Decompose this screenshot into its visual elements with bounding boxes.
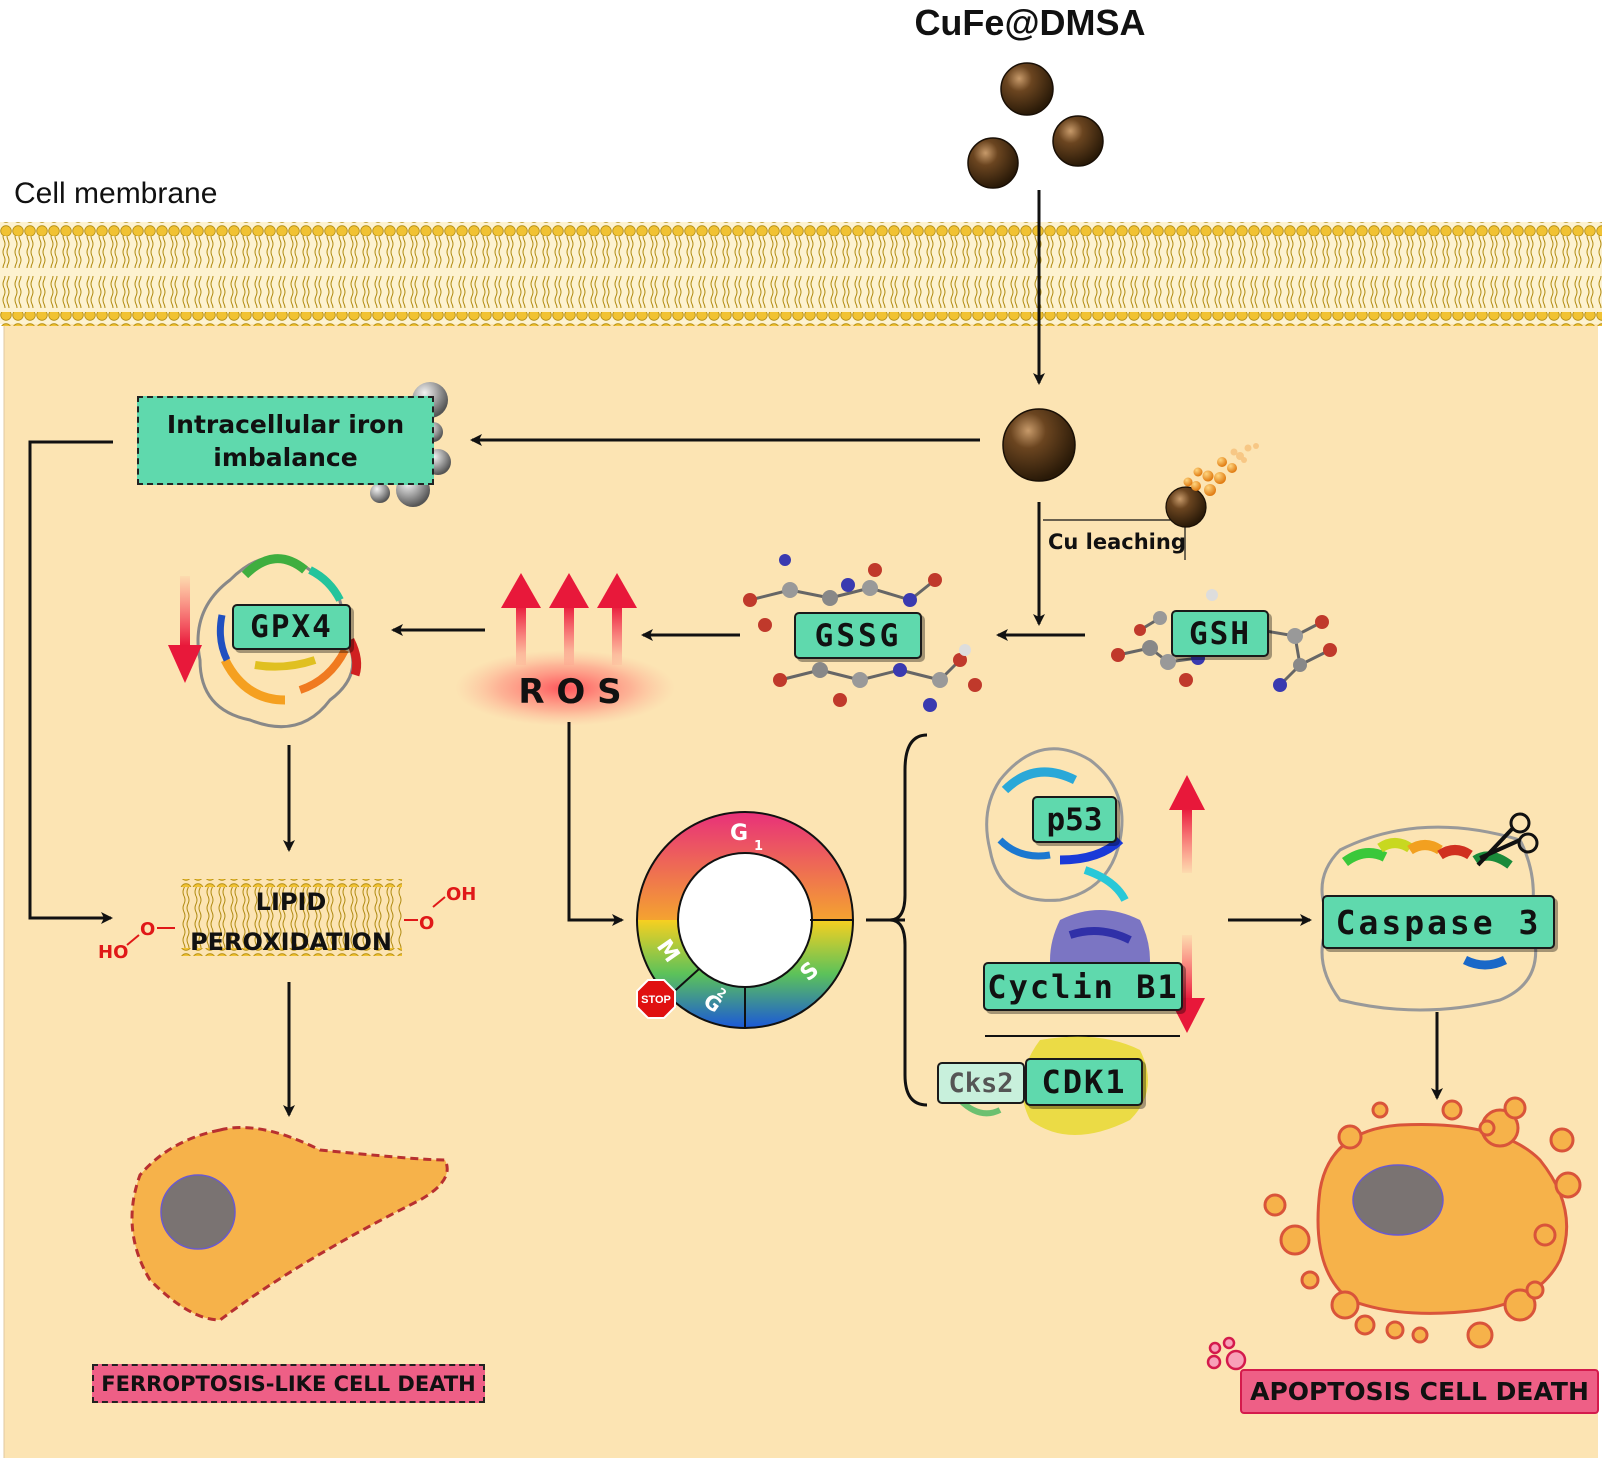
nanoparticle-intracellular [1002, 408, 1076, 482]
arrow-iron-to-lipid [28, 440, 113, 924]
gpx4-protein [196, 554, 362, 729]
lipid-label-line1: LIPID [255, 888, 327, 916]
cu-leaching: Cu leaching [1043, 443, 1259, 560]
ferroptosis-nucleus [160, 1174, 236, 1250]
iron-imbalance-box: Intracellular iron imbalance [137, 396, 434, 485]
lipid-ho-left: HO [98, 942, 128, 963]
lipid-o-right: O [419, 913, 434, 934]
apoptosis-nucleus [1352, 1164, 1444, 1236]
stop-label: STOP [641, 994, 671, 1006]
lipid-oh-right: OH [446, 884, 476, 905]
title: CuFe@DMSA [914, 2, 1145, 43]
ferroptosis-label: FERROPTOSIS-LIKE CELL DEATH [92, 1364, 485, 1403]
gpx4-label: GPX4 [232, 604, 351, 650]
bracket [889, 733, 928, 1107]
lipid-bond-left-1 [126, 934, 140, 946]
gsh-label: GSH [1171, 610, 1269, 657]
iron-imbalance-line2: imbalance [213, 442, 358, 472]
cell-membrane [0, 222, 1602, 326]
caspase-protein [1320, 825, 1538, 1012]
cu-leaching-label: Cu leaching [1048, 530, 1186, 554]
lipid-o-left: O [140, 919, 155, 940]
gpx4-down-arrow-head [168, 645, 202, 683]
nanoparticles-extracellular [967, 62, 1104, 189]
apoptosis-label: APOPTOSIS CELL DEATH [1240, 1369, 1599, 1414]
iron-imbalance-line1: Intracellular iron [166, 409, 405, 439]
cell-cycle-g1: G [730, 821, 748, 846]
cks2-label: Cks2 [937, 1062, 1025, 1104]
cell-cycle-g1-sub: 1 [754, 839, 763, 854]
caspase-3-label: Caspase 3 [1322, 895, 1555, 949]
lipid-patch [180, 879, 402, 956]
cell-cycle-ring: G 1 S G 2 M [636, 811, 854, 1029]
ros-label: R O S [518, 672, 621, 712]
ferroptosis-cell [130, 1126, 449, 1322]
membrane-label: Cell membrane [14, 177, 217, 210]
apoptosis-label-bubbles [1206, 1336, 1247, 1371]
ros-up-arrows [501, 573, 637, 665]
arrow-ros-to-cellcycle [567, 722, 624, 926]
p53-label: p53 [1032, 796, 1117, 843]
stop-sign: STOP [636, 979, 676, 1019]
gpx4-down-arrow-shaft [180, 576, 190, 646]
gssg-molecule [743, 554, 982, 712]
ros-cluster: R O S [455, 573, 675, 726]
cyclin-b1-label: Cyclin B1 [983, 962, 1183, 1011]
gsh-molecule [1111, 589, 1337, 692]
cdk1-label: CDK1 [1025, 1058, 1143, 1106]
lipid-label-line2: PEROXIDATION [190, 928, 392, 956]
lipid-bond-right-2 [432, 896, 446, 908]
gssg-label: GSSG [794, 612, 922, 659]
p53-protein [985, 747, 1129, 902]
ros-glow [455, 650, 675, 726]
scissors-icon [1476, 812, 1539, 867]
